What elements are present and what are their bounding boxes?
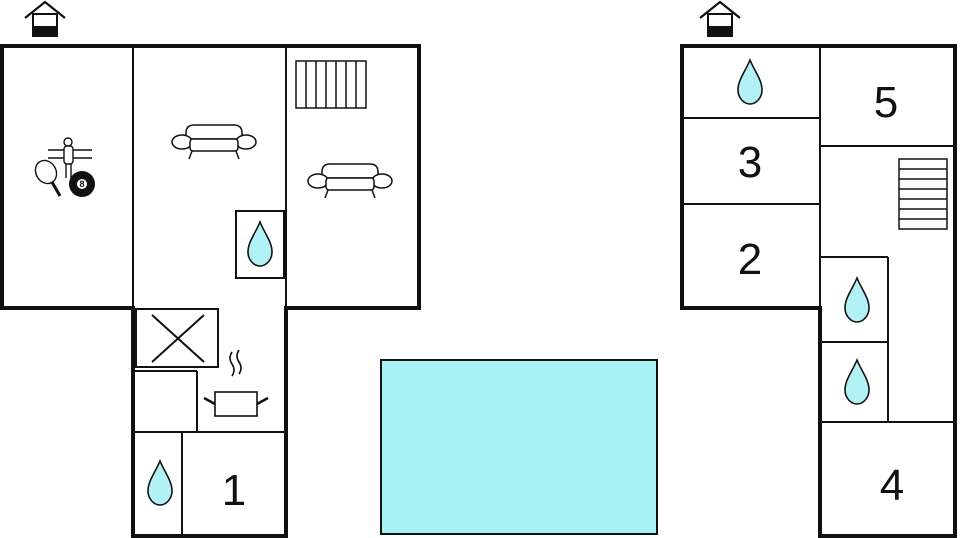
ground-floor-outer-wall	[0, 44, 421, 538]
house-entrance-icon	[23, 0, 67, 38]
room-number-4: 4	[880, 461, 904, 510]
billiard-ball-icon: 8	[69, 171, 95, 197]
swimming-pool-icon	[380, 359, 658, 535]
ground-floor-internal-walls	[132, 46, 287, 536]
svg-text:8: 8	[79, 179, 84, 189]
room-number-5: 5	[874, 78, 898, 127]
cooking-pot-icon	[203, 349, 269, 417]
bathroom-small	[235, 210, 285, 279]
upper-floor: 5 3 2 4	[680, 0, 957, 538]
staircase-icon	[295, 60, 367, 109]
room-number-2: 2	[738, 235, 762, 284]
staircase-icon	[898, 158, 948, 230]
table-tennis-icon	[34, 159, 62, 197]
table-football-icon	[48, 137, 92, 178]
cross-box-icon	[135, 308, 219, 368]
house-entrance-icon	[698, 0, 742, 38]
room-number-3: 3	[738, 138, 762, 187]
upper-floor-outer-wall	[680, 44, 957, 538]
room-number-1: 1	[222, 466, 246, 515]
upper-floor-internal-walls	[682, 46, 955, 423]
ground-floor: 8	[0, 0, 421, 538]
